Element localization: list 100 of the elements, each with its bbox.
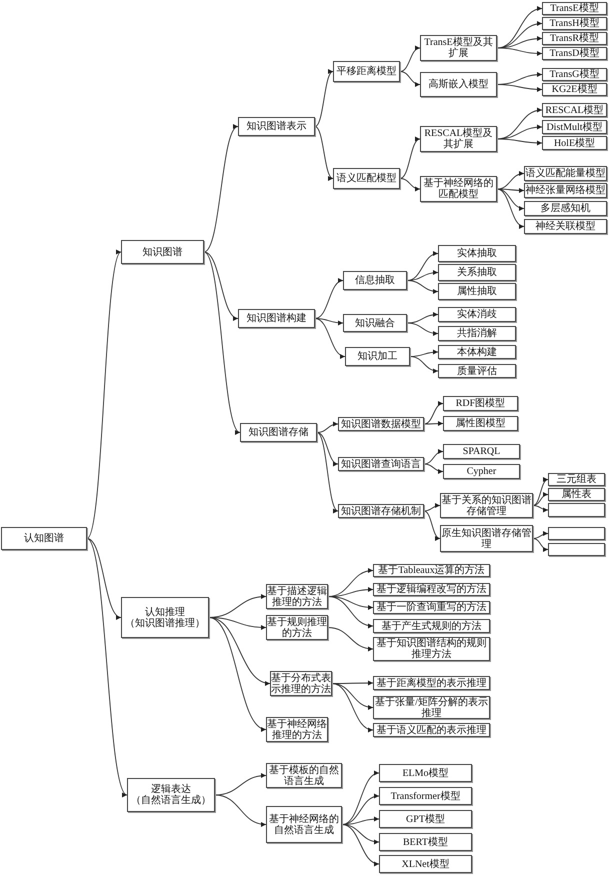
tree-node-box (121, 597, 209, 638)
node-label: GPT模型 (406, 814, 445, 824)
arrow (314, 71, 334, 127)
node-label: TransG模型 (550, 69, 600, 80)
node-label: 知识图谱数据模型 (341, 418, 421, 430)
arrow (86, 252, 122, 539)
node-label: 属性图模型 (456, 418, 506, 429)
arrow (328, 596, 374, 628)
node-label: TransD模型 (550, 48, 600, 59)
node-label: 信息抽取 (355, 275, 395, 286)
arrow (314, 279, 344, 319)
arrow (496, 84, 542, 92)
tree-node-box (238, 117, 315, 136)
tree-node-box (333, 61, 400, 82)
arrow (532, 505, 548, 512)
tree-node-box (438, 345, 516, 359)
node-label: 知识图谱构建 (246, 313, 306, 324)
tree-node-box (373, 583, 490, 596)
tree-node-box (548, 503, 605, 517)
tree-node-box (379, 764, 472, 782)
node-label: Cypher (466, 466, 496, 477)
arrow (532, 538, 548, 552)
node-label: 实体抽取 (457, 248, 497, 259)
arrow (316, 432, 338, 466)
tree-node-box (542, 136, 607, 150)
tree-node-box (548, 543, 605, 556)
tree-node-box (443, 396, 518, 411)
arrow (314, 126, 334, 179)
tree-node-box (443, 444, 520, 459)
tree-node-box (121, 240, 204, 264)
tree-node-box (542, 83, 607, 96)
arrow (496, 188, 524, 210)
arrow (406, 280, 438, 294)
arrow (204, 252, 240, 433)
node-label: 基于描述逻辑推理的方法 (267, 586, 327, 608)
node-label: RDF图模型 (456, 398, 506, 409)
node-label: BERT模型 (403, 836, 448, 848)
node-label: 语义匹配能量模型 (526, 168, 606, 179)
node-label: 基于逻辑编程改写的方法 (376, 584, 486, 595)
node-label: 基于张量/矩阵分解的表示推理 (374, 696, 489, 718)
tree-node-box (338, 457, 424, 471)
tree-node-box (524, 201, 607, 216)
node-label: 三元组表 (556, 474, 596, 485)
node-label: RESCAL模型及其扩展 (423, 128, 494, 150)
arrow (496, 188, 524, 193)
arrow (400, 138, 420, 179)
node-label: 知识图谱查询语言 (341, 458, 421, 470)
node-label: （自然语言生成） (131, 795, 211, 806)
node-label: 原生知识图谱存储管理 (441, 528, 532, 550)
tree-node-box (345, 347, 410, 366)
tree-node-box (542, 2, 607, 15)
tree-node-box (542, 120, 607, 134)
node-label: 基于模板的自然语言生成 (268, 764, 340, 786)
arrow (406, 252, 438, 281)
node-label: 基于距离模型的表示推理 (376, 678, 486, 688)
arrow (424, 510, 440, 540)
arrow (410, 350, 438, 357)
tree-node-box (379, 810, 472, 828)
arrow (314, 318, 344, 326)
node-label: 属性抽取 (457, 286, 497, 297)
node-label: 知识图谱 (142, 246, 182, 258)
arrow (424, 503, 440, 512)
node-label: 神经张量网络模型 (526, 185, 606, 196)
node-label: TransR模型 (550, 33, 600, 44)
node-label: 高斯嵌入模型 (428, 79, 488, 90)
tree-node-box (420, 72, 497, 97)
node-label: 认知图谱 (24, 533, 64, 544)
tree-node-box (548, 488, 605, 501)
arrow (424, 402, 444, 424)
arrow (332, 683, 374, 732)
tree-node-box (548, 527, 605, 540)
arrow (496, 188, 524, 228)
node-label: 知识图谱存储机制 (341, 506, 421, 516)
node-label: RESCAL模型 (545, 104, 604, 116)
tree-node-box (524, 219, 607, 234)
arrow (400, 178, 420, 192)
tree-node-box (373, 676, 490, 690)
node-label: 基于Tableaux运算的方法 (378, 565, 485, 576)
node-label: 知识图谱表示 (246, 121, 306, 132)
node-label: （知识图谱推理） (125, 618, 205, 628)
tree-node-box (379, 833, 472, 851)
node-label: 基于神经网络的自然语言生成 (268, 814, 340, 836)
node-label: DistMult模型 (546, 122, 603, 132)
node-label: 平移距离模型 (336, 66, 396, 77)
node-label: 质量评估 (457, 366, 497, 376)
tree-node-box (438, 307, 516, 322)
arrow (400, 71, 420, 86)
tree-node-box (1, 527, 87, 550)
arrow (532, 478, 548, 506)
node-label: TransE模型 (550, 3, 599, 14)
arrow (342, 824, 380, 844)
arrow (406, 322, 438, 336)
tree-node-box (379, 855, 472, 873)
arrow (316, 422, 338, 433)
arrow (424, 450, 444, 464)
node-label: 共指消解 (457, 328, 497, 339)
tree-node-box (343, 271, 407, 290)
tree-node-box (266, 806, 342, 843)
node-label: 基于一阶查询重写的方法 (376, 602, 486, 613)
node-label: 基于语义匹配的表示推理 (376, 724, 486, 736)
